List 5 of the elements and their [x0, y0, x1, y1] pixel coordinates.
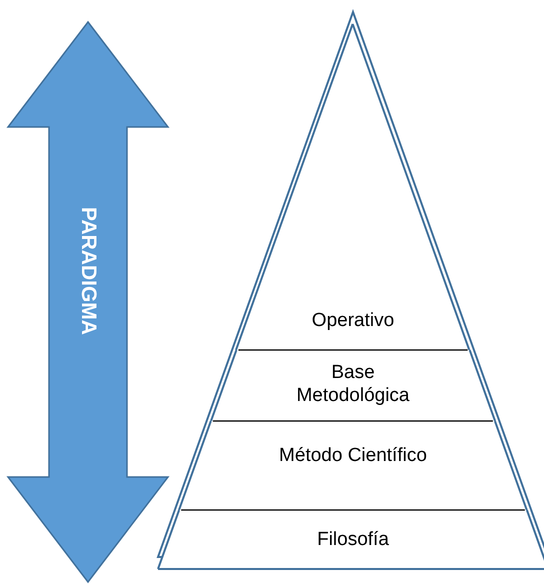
level-label: Filosofía — [316, 528, 390, 551]
arrow-label: PARADIGMA — [76, 207, 100, 335]
level-label: Base Metodológica — [295, 361, 410, 407]
level-label: Método Científico — [278, 444, 428, 467]
level-label: Operativo — [310, 309, 396, 332]
